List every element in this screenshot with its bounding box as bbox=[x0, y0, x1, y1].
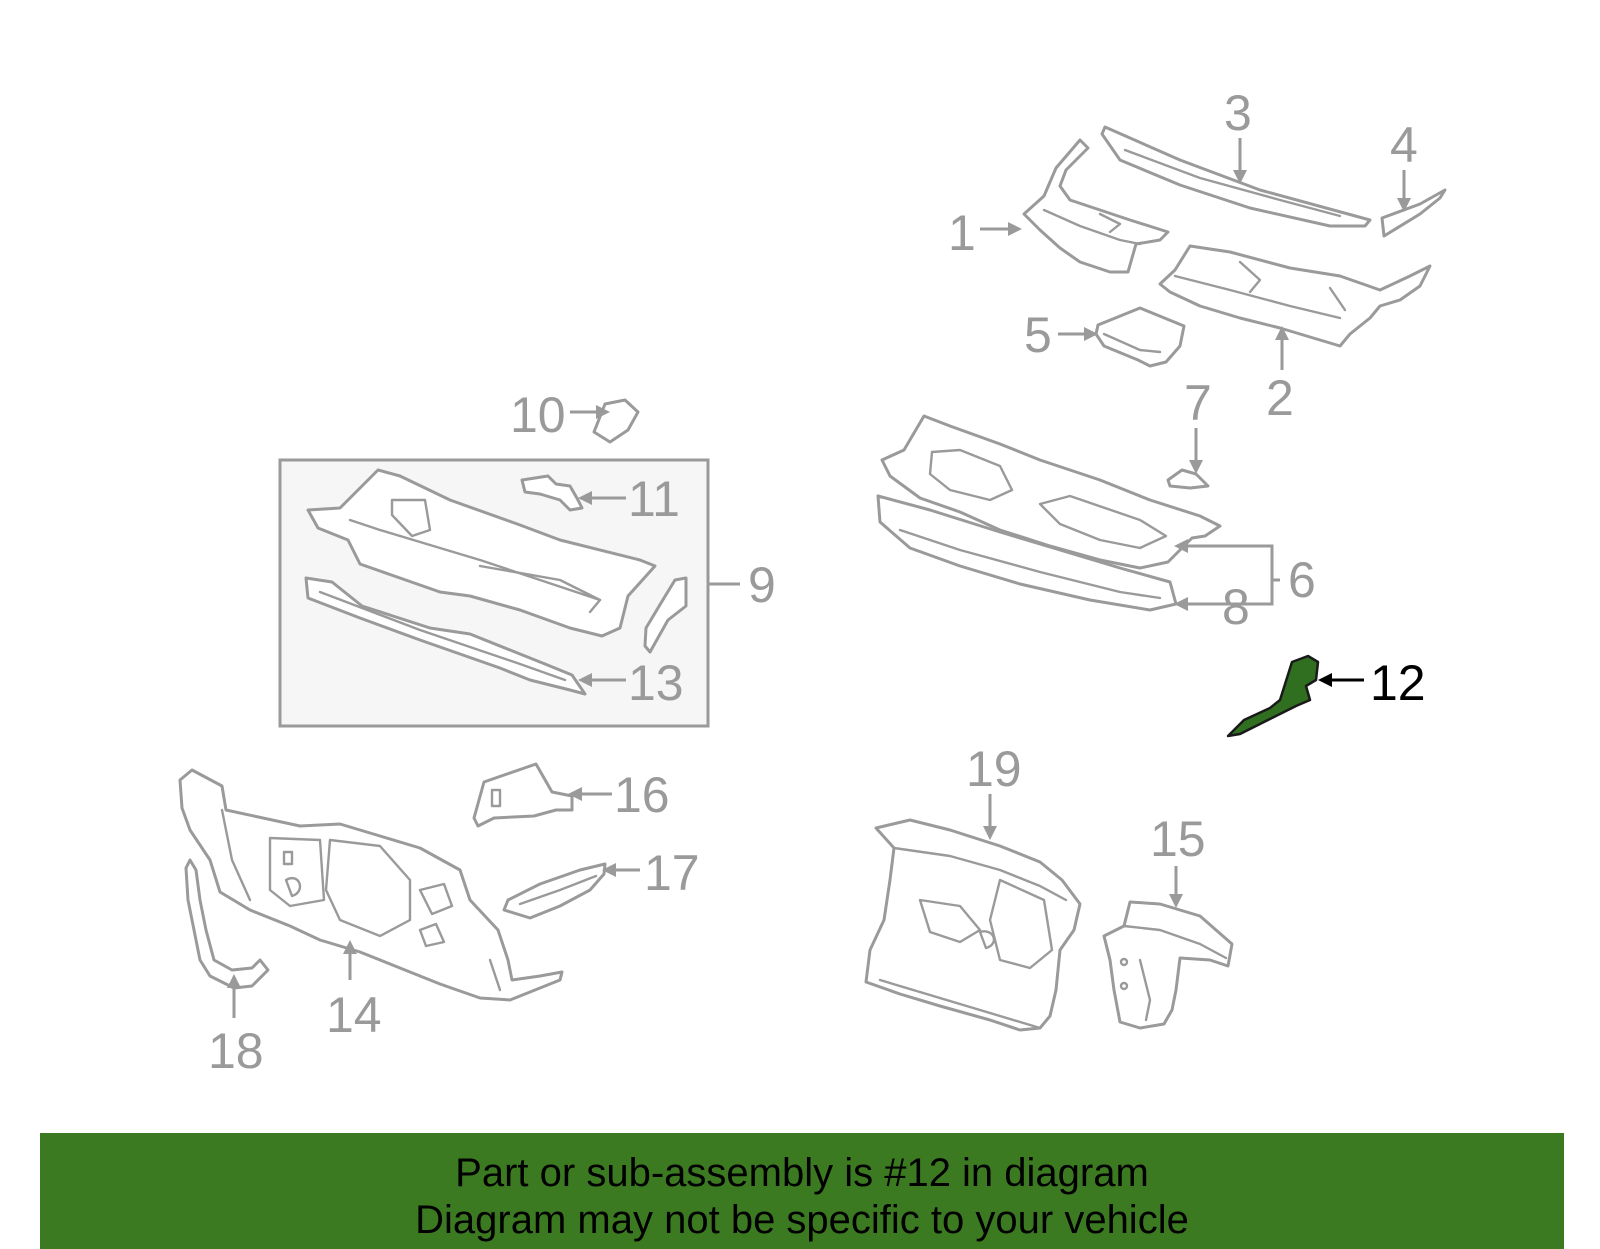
callout-1: 1 bbox=[948, 205, 976, 261]
part-2-cowl-lower bbox=[1158, 244, 1432, 348]
callout-17: 17 bbox=[644, 845, 700, 901]
leader-10 bbox=[570, 405, 610, 419]
callout-15: 15 bbox=[1150, 811, 1206, 867]
part-5-vent bbox=[1094, 306, 1186, 368]
callout-18: 18 bbox=[208, 1023, 264, 1079]
leader-7 bbox=[1189, 428, 1203, 474]
part-1-cowl-end bbox=[1022, 138, 1170, 274]
callout-2: 2 bbox=[1266, 370, 1294, 426]
leader-16 bbox=[568, 787, 612, 801]
leader-13 bbox=[578, 673, 626, 687]
callout-6: 6 bbox=[1288, 552, 1316, 608]
leader-6 bbox=[1174, 539, 1280, 611]
callout-14: 14 bbox=[326, 987, 382, 1043]
part-15-bracket bbox=[1102, 900, 1234, 1030]
footer-disclaimer: Diagram may not be specific to your vehi… bbox=[415, 1198, 1189, 1242]
part-7-clip bbox=[1166, 468, 1210, 490]
part-11-clip bbox=[520, 474, 584, 512]
callout-9: 9 bbox=[748, 557, 776, 613]
part-4-bracket bbox=[1380, 188, 1447, 238]
callout-3: 3 bbox=[1224, 85, 1252, 141]
leader-11 bbox=[578, 491, 626, 505]
leader-2 bbox=[1275, 326, 1289, 370]
footer-part-note: Part or sub-assembly is #12 in diagram bbox=[455, 1151, 1149, 1195]
part-8-strip bbox=[876, 494, 1178, 612]
leader-17 bbox=[602, 863, 640, 877]
leader-19 bbox=[983, 794, 997, 840]
leader-5 bbox=[1058, 327, 1098, 341]
footer-banner: Part or sub-assembly is #12 in diagram D… bbox=[40, 1133, 1564, 1249]
part-17-strip bbox=[502, 862, 607, 920]
callout-4: 4 bbox=[1390, 117, 1418, 173]
part-13-lower-strip bbox=[304, 576, 587, 696]
part-19-firewall bbox=[864, 818, 1082, 1032]
leader-1 bbox=[980, 222, 1022, 236]
leader-15 bbox=[1169, 866, 1183, 908]
part-14-dash-panel bbox=[178, 768, 564, 1002]
part-6-cowl-cover bbox=[880, 414, 1222, 570]
leader-4 bbox=[1397, 170, 1411, 212]
part-16-bracket bbox=[472, 762, 574, 828]
part-12-highlighted[interactable] bbox=[1226, 654, 1320, 738]
part-10-cap bbox=[592, 398, 640, 444]
callout-7: 7 bbox=[1184, 375, 1212, 431]
part-9-cowl-panel bbox=[306, 468, 657, 638]
part-9-side-bracket bbox=[643, 576, 688, 654]
part-3-strip bbox=[1100, 125, 1372, 228]
callout-10: 10 bbox=[510, 387, 566, 443]
leader-12 bbox=[1318, 673, 1364, 687]
leader-18 bbox=[227, 974, 241, 1018]
leader-3 bbox=[1233, 138, 1247, 184]
leader-14 bbox=[343, 940, 357, 980]
callout-12[interactable]: 12 bbox=[1370, 655, 1426, 711]
callout-19: 19 bbox=[966, 741, 1022, 797]
callout-11: 11 bbox=[628, 471, 680, 527]
callout-13: 13 bbox=[628, 655, 684, 711]
callout-16: 16 bbox=[614, 767, 670, 823]
part-18-strap bbox=[184, 858, 270, 990]
callout-8: 8 bbox=[1222, 579, 1250, 635]
callout-5: 5 bbox=[1024, 307, 1052, 363]
